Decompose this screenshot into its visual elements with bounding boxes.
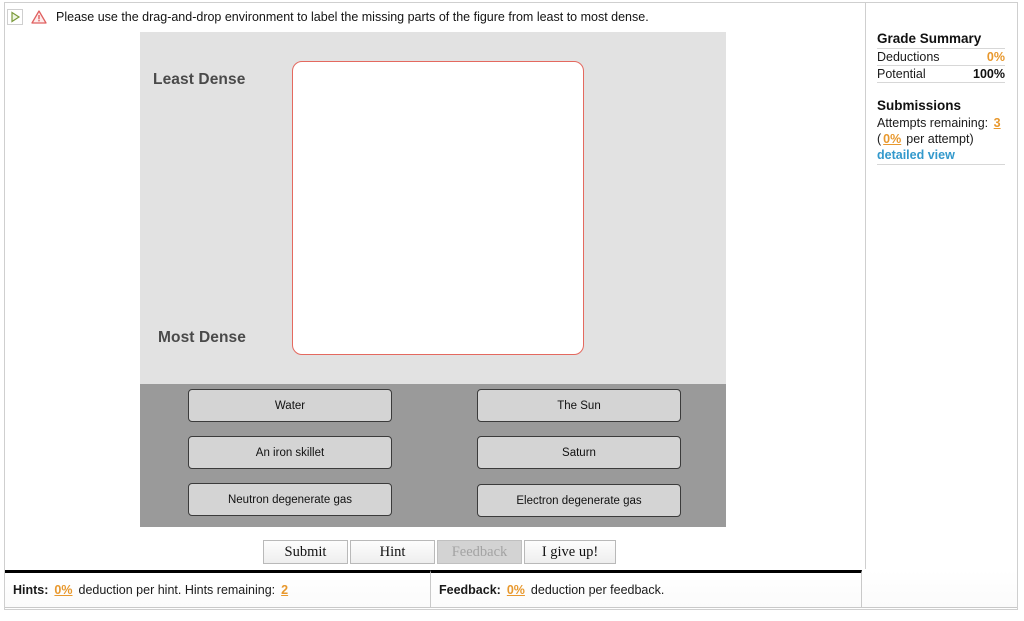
prompt-row: Please use the drag-and-drop environment… bbox=[5, 6, 855, 28]
feedback-deduction-percent: 0% bbox=[506, 583, 525, 597]
prompt-text: Please use the drag-and-drop environment… bbox=[56, 10, 649, 24]
figure-panel: Least Dense Most Dense bbox=[140, 32, 726, 384]
attempts-remaining-value: 3 bbox=[993, 116, 1001, 130]
potential-value: 100% bbox=[973, 67, 1005, 81]
feedback-status-cell: Feedback: 0% deduction per feedback. bbox=[431, 570, 862, 608]
per-attempt-percent: 0% bbox=[883, 132, 902, 146]
per-attempt-rest: per attempt) bbox=[906, 132, 974, 146]
hints-status-cell: Hints: 0% deduction per hint. Hints rema… bbox=[5, 570, 431, 608]
attempts-remaining-row: Attempts remaining: 3 bbox=[877, 115, 1005, 131]
warning-triangle-icon bbox=[31, 10, 47, 24]
feedback-label: Feedback: bbox=[439, 583, 501, 597]
hints-description: deduction per hint. Hints remaining: bbox=[78, 583, 276, 597]
grade-sidebar: Grade Summary Deductions 0% Potential 10… bbox=[865, 3, 1015, 569]
per-attempt-row: (0% per attempt) bbox=[877, 131, 1005, 147]
drag-item-saturn[interactable]: Saturn bbox=[477, 436, 681, 469]
status-empty-cell bbox=[862, 570, 1017, 608]
drag-item-an-iron-skillet[interactable]: An iron skillet bbox=[188, 436, 392, 469]
drag-item-neutron-degenerate-gas[interactable]: Neutron degenerate gas bbox=[188, 483, 392, 516]
potential-label: Potential bbox=[877, 67, 926, 81]
grade-summary-title: Grade Summary bbox=[877, 31, 1005, 49]
drag-item-bank: Water The Sun An iron skillet Saturn Neu… bbox=[140, 384, 726, 527]
hints-label: Hints: bbox=[13, 583, 49, 597]
hints-remaining-count: 2 bbox=[281, 583, 289, 597]
detailed-view-link[interactable]: detailed view bbox=[877, 147, 1005, 165]
submit-button[interactable]: Submit bbox=[263, 540, 348, 564]
feedback-description: deduction per feedback. bbox=[530, 583, 665, 597]
drop-target-zone[interactable] bbox=[292, 61, 584, 355]
drag-item-the-sun[interactable]: The Sun bbox=[477, 389, 681, 422]
feedback-button: Feedback bbox=[437, 540, 522, 564]
drag-item-electron-degenerate-gas[interactable]: Electron degenerate gas bbox=[477, 484, 681, 517]
submissions-title: Submissions bbox=[877, 98, 962, 113]
deductions-row: Deductions 0% bbox=[877, 49, 1005, 66]
hint-button[interactable]: Hint bbox=[350, 540, 435, 564]
potential-row: Potential 100% bbox=[877, 66, 1005, 83]
deductions-label: Deductions bbox=[877, 50, 940, 64]
deductions-value: 0% bbox=[986, 50, 1005, 64]
hints-deduction-percent: 0% bbox=[54, 583, 73, 597]
per-attempt-open-paren: ( bbox=[877, 132, 882, 146]
drag-item-water[interactable]: Water bbox=[188, 389, 392, 422]
action-button-row: Submit Hint Feedback I give up! bbox=[263, 540, 616, 564]
play-triangle-icon[interactable] bbox=[7, 9, 23, 25]
sidebar-spacer bbox=[877, 83, 1005, 98]
give-up-button[interactable]: I give up! bbox=[524, 540, 616, 564]
least-dense-label: Least Dense bbox=[153, 71, 246, 88]
attempts-remaining-label: Attempts remaining: bbox=[877, 116, 989, 130]
most-dense-label: Most Dense bbox=[158, 329, 246, 346]
status-bar: Hints: 0% deduction per hint. Hints rema… bbox=[5, 570, 1017, 608]
